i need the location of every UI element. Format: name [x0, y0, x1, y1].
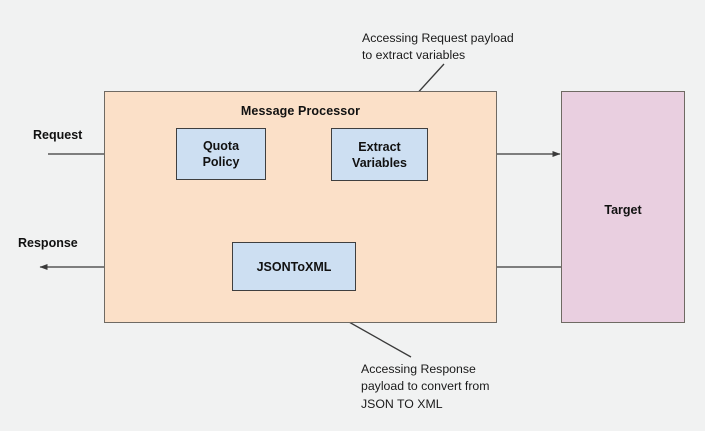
jsontoxml-box[interactable]: JSONToXML — [232, 242, 356, 291]
request-flow-label: Request — [33, 128, 83, 142]
quota-policy-label: Quota Policy — [203, 138, 240, 170]
quota-policy-label-line1: Quota — [202, 139, 240, 153]
extract-variables-label: Extract Variables — [352, 139, 407, 171]
response-flow-label: Response — [18, 236, 78, 250]
target-container[interactable]: Target — [561, 91, 685, 323]
extract-variables-label-line2: Variables — [352, 155, 407, 170]
target-label: Target — [604, 203, 642, 217]
extract-variables-box[interactable]: Extract Variables — [331, 128, 428, 181]
request-annotation-text: Accessing Request payload to extract var… — [362, 31, 514, 63]
response-annotation-text: Accessing Response payload to convert fr… — [361, 362, 490, 411]
jsontoxml-label: JSONToXML — [256, 259, 332, 274]
extract-variables-label-line1: Extract — [358, 139, 401, 154]
message-processor-title: Message Processor — [240, 104, 361, 118]
quota-policy-label-line2: Policy — [202, 155, 240, 169]
quota-policy-box[interactable]: Quota Policy — [176, 128, 266, 180]
